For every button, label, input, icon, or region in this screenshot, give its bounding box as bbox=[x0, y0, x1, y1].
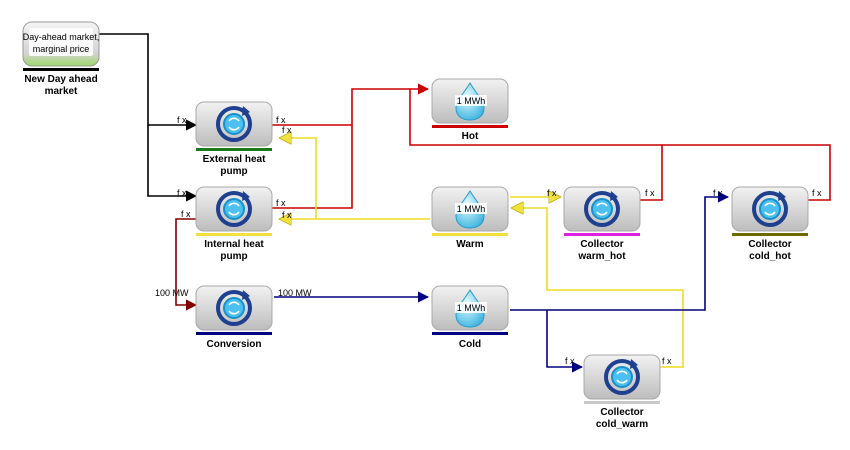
cycle-icon bbox=[216, 191, 252, 227]
conversion-node[interactable]: Conversion bbox=[195, 285, 273, 350]
connection-cold-to-collector-cold-hot bbox=[510, 191, 730, 311]
connection-market-to-internal-hp bbox=[147, 125, 198, 202]
cold-label: Cold bbox=[459, 339, 481, 350]
collector-warm-hot-label-line1: Collector bbox=[580, 239, 623, 250]
cycle-icon bbox=[584, 191, 620, 227]
port-label: f x bbox=[276, 198, 286, 208]
connection-market-to-external-hp bbox=[98, 33, 198, 131]
internal-hp-label-line1: Internal heat bbox=[204, 239, 264, 250]
port-label: f x bbox=[713, 188, 723, 198]
collector-cold-hot-node[interactable]: Collector cold_hot bbox=[731, 186, 809, 262]
warm-label: Warm bbox=[456, 239, 484, 250]
cycle-icon bbox=[216, 290, 252, 326]
warm-value: 1 MWh bbox=[457, 204, 486, 214]
connection-collectors-to-hot bbox=[409, 89, 831, 201]
port-label: f x bbox=[177, 115, 187, 125]
connection-collector-cold-warm-to-warm bbox=[512, 208, 684, 368]
port-label: f x bbox=[181, 209, 191, 219]
market-label-line1: New Day ahead bbox=[24, 74, 97, 85]
cycle-icon bbox=[604, 359, 640, 395]
port-label: f x bbox=[282, 125, 292, 135]
internal-hp-label-line2: pump bbox=[220, 251, 247, 262]
connection-warm-to-heat-pumps bbox=[280, 138, 430, 219]
connection-cold-to-collector-cold-warm bbox=[546, 310, 584, 373]
collector-cold-hot-label-line2: cold_hot bbox=[749, 251, 791, 262]
collector-warm-hot-node[interactable]: Collector warm_hot bbox=[563, 186, 641, 262]
collector-cold-warm-label-line1: Collector bbox=[600, 407, 643, 418]
external-heat-pump-node[interactable]: External heat pump bbox=[195, 101, 273, 177]
market-desc-line2: marginal price bbox=[33, 44, 90, 54]
port-label: f x bbox=[282, 210, 292, 220]
cycle-icon bbox=[752, 191, 788, 227]
collector-cold-hot-label-line1: Collector bbox=[748, 239, 791, 250]
external-hp-label-line1: External heat bbox=[203, 154, 266, 165]
port-label: f x bbox=[276, 115, 286, 125]
port-label-mw: 100 MW bbox=[278, 288, 312, 298]
port-label: f x bbox=[547, 188, 557, 198]
port-label-mw: 100 MW bbox=[155, 288, 189, 298]
collector-cold-warm-label-line2: cold_warm bbox=[596, 419, 648, 430]
connection-internal-hp-to-hot bbox=[272, 125, 353, 209]
conversion-label: Conversion bbox=[206, 339, 261, 350]
port-label: f x bbox=[177, 188, 187, 198]
market-node[interactable]: Day-ahead market, marginal price New Day… bbox=[22, 21, 100, 97]
port-label: f x bbox=[645, 188, 655, 198]
warm-storage-node[interactable]: 1 MWh Warm bbox=[431, 186, 509, 250]
cycle-icon bbox=[216, 106, 252, 142]
market-label-line2: market bbox=[45, 86, 78, 97]
hot-value: 1 MWh bbox=[457, 96, 486, 106]
cold-value: 1 MWh bbox=[457, 303, 486, 313]
port-label: f x bbox=[662, 356, 672, 366]
connection-external-hp-to-hot bbox=[272, 83, 430, 126]
market-desc-line1: Day-ahead market, bbox=[23, 32, 100, 42]
port-label: f x bbox=[812, 188, 822, 198]
port-label: f x bbox=[565, 356, 575, 366]
hot-label: Hot bbox=[462, 131, 479, 142]
cold-storage-node[interactable]: 1 MWh Cold bbox=[431, 285, 509, 350]
internal-heat-pump-node[interactable]: Internal heat pump bbox=[195, 186, 273, 262]
collector-cold-warm-node[interactable]: Collector cold_warm bbox=[583, 354, 661, 430]
hot-storage-node[interactable]: 1 MWh Hot bbox=[431, 78, 509, 142]
external-hp-label-line2: pump bbox=[220, 166, 247, 177]
connection-internal-hp-to-conversion bbox=[175, 218, 198, 311]
collector-warm-hot-label-line2: warm_hot bbox=[577, 251, 626, 262]
